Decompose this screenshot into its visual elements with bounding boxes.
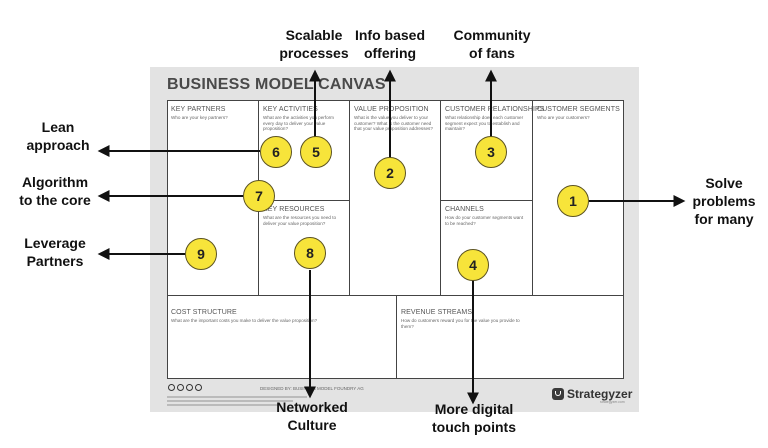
license-fine-print-graphic	[167, 396, 307, 406]
marker-5: 5	[300, 136, 332, 168]
callout-label-9: Leverage Partners	[24, 235, 86, 269]
cc-sa-icon	[186, 384, 193, 391]
divider	[258, 200, 350, 201]
block-title: KEY RESOURCES	[263, 206, 325, 213]
cc-by-icon	[177, 384, 184, 391]
block-title: CHANNELS	[445, 206, 484, 213]
block-question: What is the value you deliver to your cu…	[354, 115, 433, 132]
block-question: What are the resources you need to deliv…	[263, 215, 337, 226]
callout-label-7: Algorithm to the core	[19, 174, 91, 208]
block-title: VALUE PROPOSITION	[354, 106, 429, 113]
block-key-partners: KEY PARTNERS Who are your key partners?	[167, 103, 258, 124]
block-question: How do customers reward you for the valu…	[401, 318, 520, 329]
divider	[532, 100, 533, 295]
block-title: CUSTOMER SEGMENTS	[537, 106, 620, 113]
strategyzer-logo: Strategyzer	[552, 387, 632, 401]
marker-4: 4	[457, 249, 489, 281]
cc-nc-icon	[195, 384, 202, 391]
block-cost-structure: COST STRUCTURE What are the important co…	[167, 306, 337, 327]
block-title: CUSTOMER RELATIONSHIPS	[445, 106, 545, 113]
block-title: REVENUE STREAMS	[401, 309, 473, 316]
strategyzer-mark-icon	[552, 388, 564, 400]
block-revenue-streams: REVENUE STREAMS How do customers reward …	[397, 306, 527, 332]
divider	[440, 200, 533, 201]
block-value-proposition: VALUE PROPOSITION What is the value you …	[350, 103, 440, 135]
canvas-title: BUSINESS MODEL CANVAS	[167, 76, 386, 93]
block-question: What are the activities you perform ever…	[263, 115, 334, 132]
block-question: Who are your key partners?	[171, 115, 228, 120]
divider	[396, 295, 397, 379]
block-question: How do your customer segments want to be…	[445, 215, 524, 226]
divider	[349, 100, 350, 295]
divider	[167, 295, 624, 296]
block-key-activities: KEY ACTIVITIES What are the activities y…	[259, 103, 349, 135]
license-icons	[168, 384, 202, 391]
cc-icon	[168, 384, 175, 391]
divider	[440, 100, 441, 295]
callout-label-5: Scalable processes	[279, 27, 349, 61]
marker-6: 6	[260, 136, 292, 168]
block-customer-segments: CUSTOMER SEGMENTS Who are your customers…	[533, 103, 624, 124]
block-question: What are the important costs you make to…	[171, 318, 318, 323]
marker-1: 1	[557, 185, 589, 217]
marker-2: 2	[374, 157, 406, 189]
callout-label-4: More digital touch points	[432, 401, 516, 435]
callout-label-6: Lean approach	[26, 119, 90, 153]
callout-label-8: Networked Culture	[276, 399, 348, 433]
canvas-grid	[167, 100, 624, 379]
marker-7: 7	[243, 180, 275, 212]
brand-name: Strategyzer	[567, 387, 633, 401]
marker-3: 3	[475, 136, 507, 168]
block-question: What relationship does each customer seg…	[445, 115, 524, 132]
marker-9: 9	[185, 238, 217, 270]
callout-label-1: Solve problems for many	[692, 175, 756, 227]
callout-label-2: Info based offering	[354, 27, 425, 61]
block-question: Who are your customers?	[537, 115, 590, 120]
block-customer-relationships: CUSTOMER RELATIONSHIPS What relationship…	[441, 103, 545, 135]
brand-url: strategyzer.com	[600, 400, 625, 404]
block-title: KEY ACTIVITIES	[263, 106, 318, 113]
callout-label-3: Community of fans	[453, 27, 531, 61]
block-title: COST STRUCTURE	[171, 309, 237, 316]
block-channels: CHANNELS How do your customer segments w…	[441, 203, 532, 229]
block-key-resources: KEY RESOURCES What are the resources you…	[259, 203, 349, 229]
block-title: KEY PARTNERS	[171, 106, 226, 113]
marker-8: 8	[294, 237, 326, 269]
